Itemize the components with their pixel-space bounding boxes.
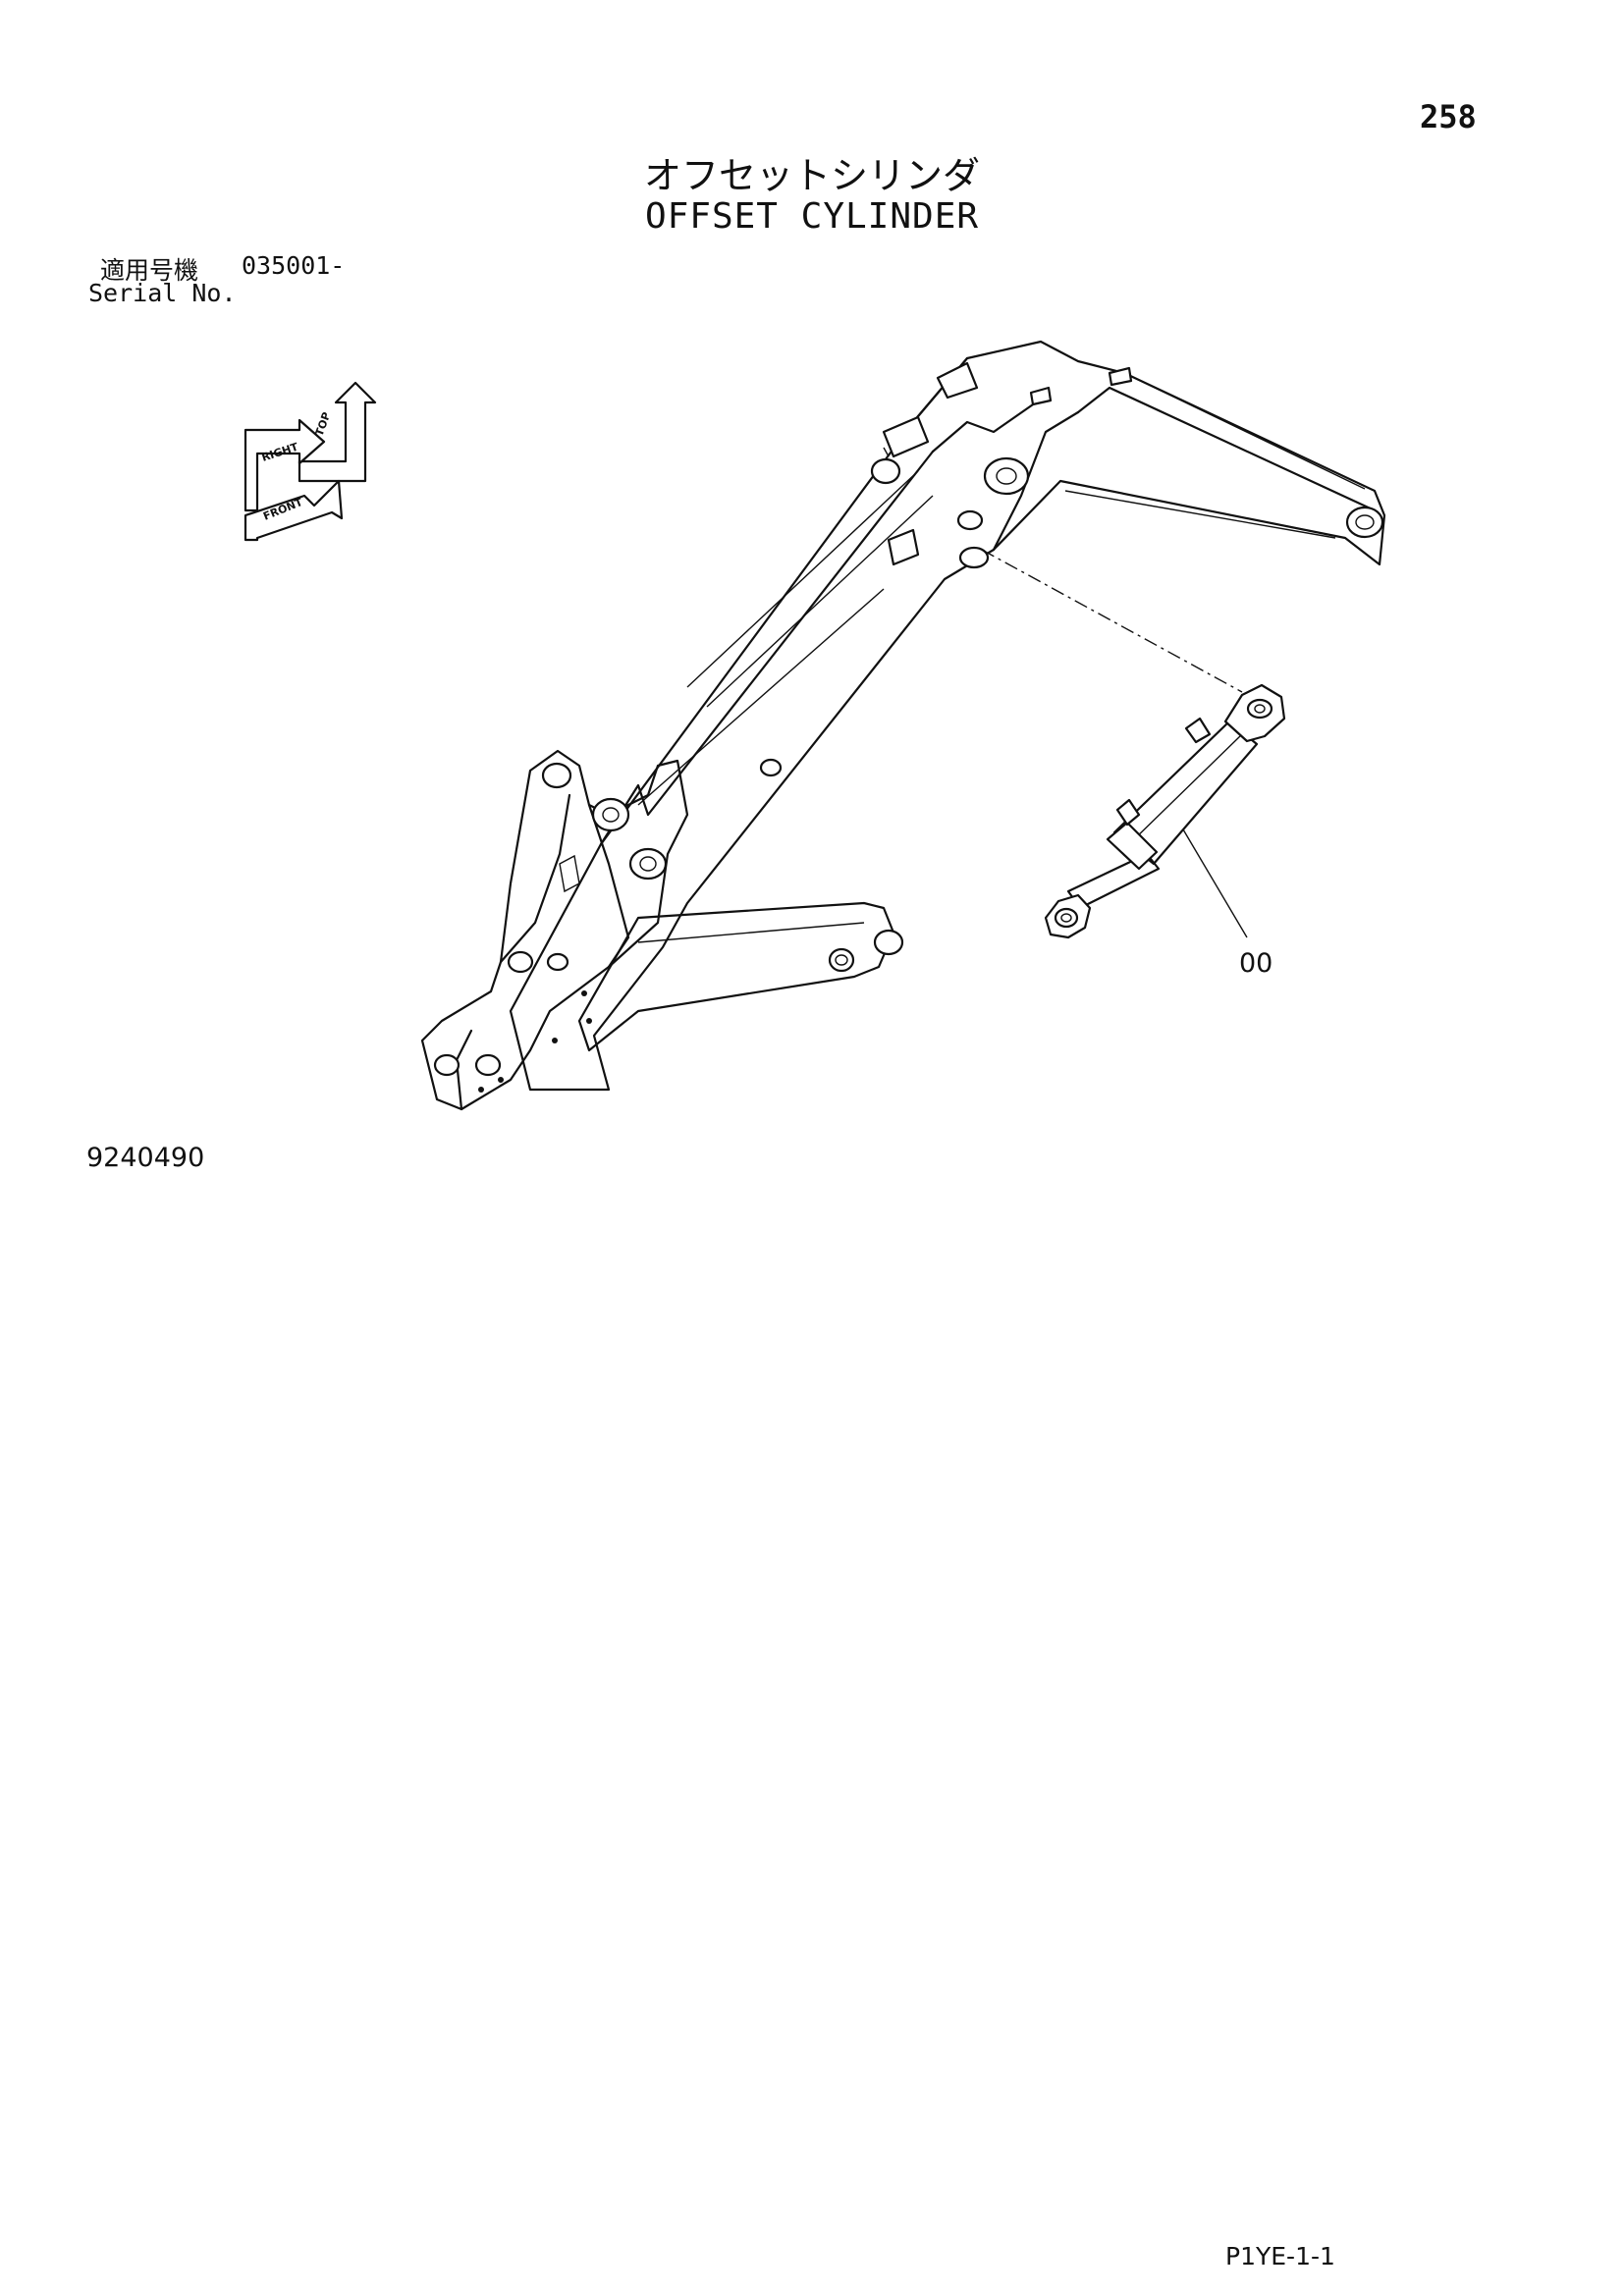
title-english: OFFSET CYLINDER [644, 196, 980, 237]
front-arrow-icon [244, 479, 344, 542]
serial-value: 035001- [242, 251, 346, 280]
footer-code: P1YE-1-1 [1225, 2242, 1335, 2270]
title-japanese: オフセットシリンダ [643, 154, 980, 197]
boom-assembly [420, 340, 1386, 1111]
right-arrow-icon [244, 418, 326, 512]
assembly-line [981, 549, 1243, 693]
orientation-top-label: TOP [313, 410, 334, 438]
serial-label-english: Serial No. [88, 279, 237, 307]
page-number: 258 [1420, 98, 1477, 135]
orientation-indicator: TOP RIGHT FRONT [244, 381, 377, 542]
drawing-number: 9240490 [86, 1143, 205, 1173]
top-arrow-icon [298, 381, 377, 483]
serial-label-japanese: 適用号機 [100, 256, 199, 285]
callout-label-00: 00 [1239, 948, 1272, 979]
offset-cylinder [1044, 683, 1286, 939]
